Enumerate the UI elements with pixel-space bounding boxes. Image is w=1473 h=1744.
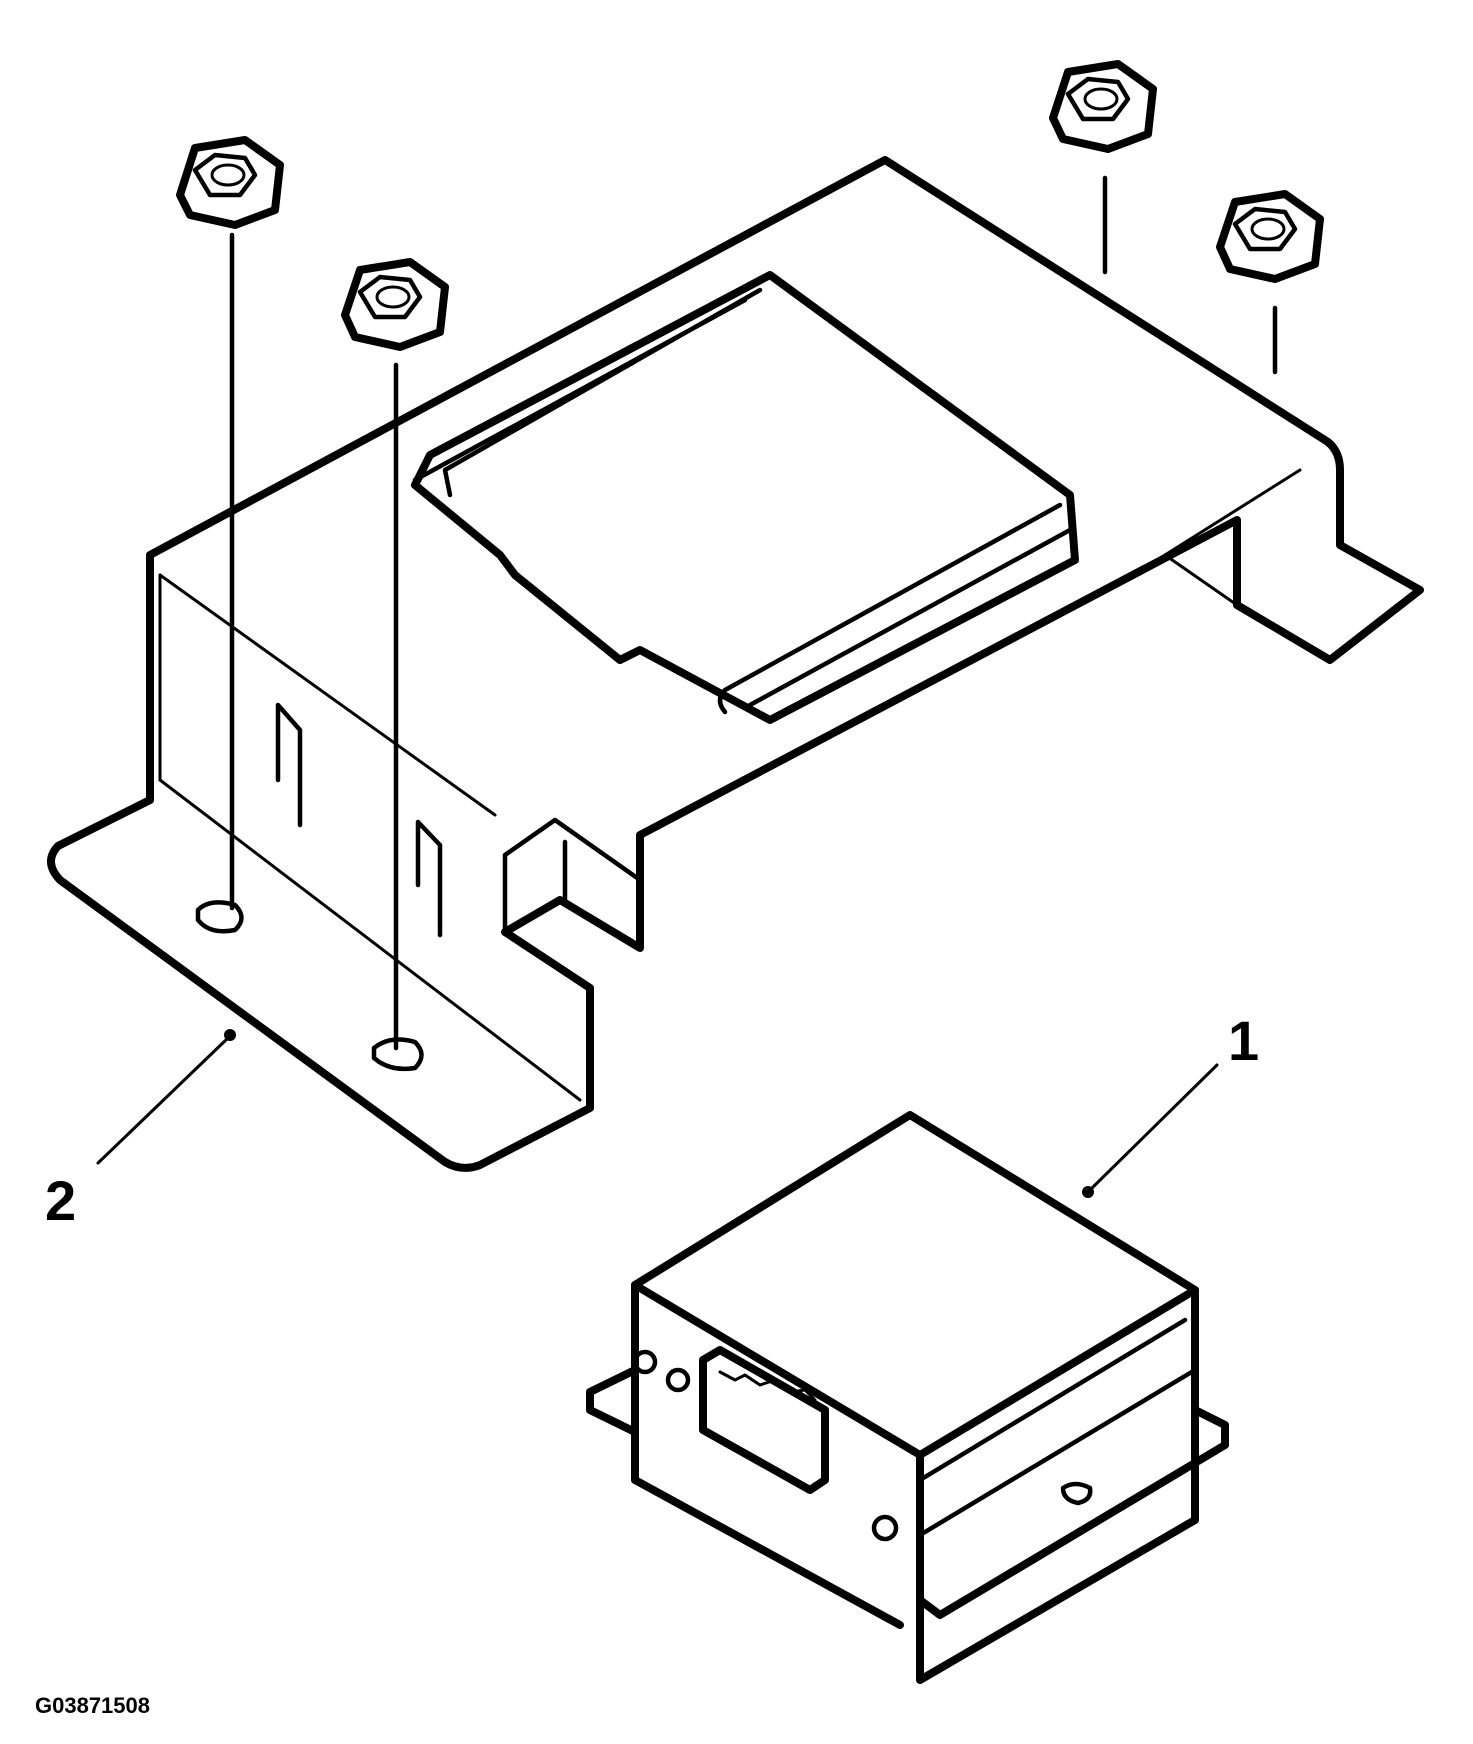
callout-2-label: 2 (45, 1169, 76, 1232)
figure-id: G03871508 (35, 1693, 150, 1718)
hex-flange-nut-2 (341, 258, 449, 1051)
hex-flange-nut-3 (1049, 60, 1157, 275)
control-module (586, 1111, 1229, 1684)
callout-1-label: 1 (1228, 1009, 1259, 1072)
mounting-bracket (47, 156, 1424, 1172)
hex-flange-nut-4 (1216, 190, 1324, 375)
callout-2: 2 (45, 1029, 236, 1232)
callout-1: 1 (1082, 1009, 1259, 1198)
hex-flange-nut-1 (176, 136, 284, 911)
